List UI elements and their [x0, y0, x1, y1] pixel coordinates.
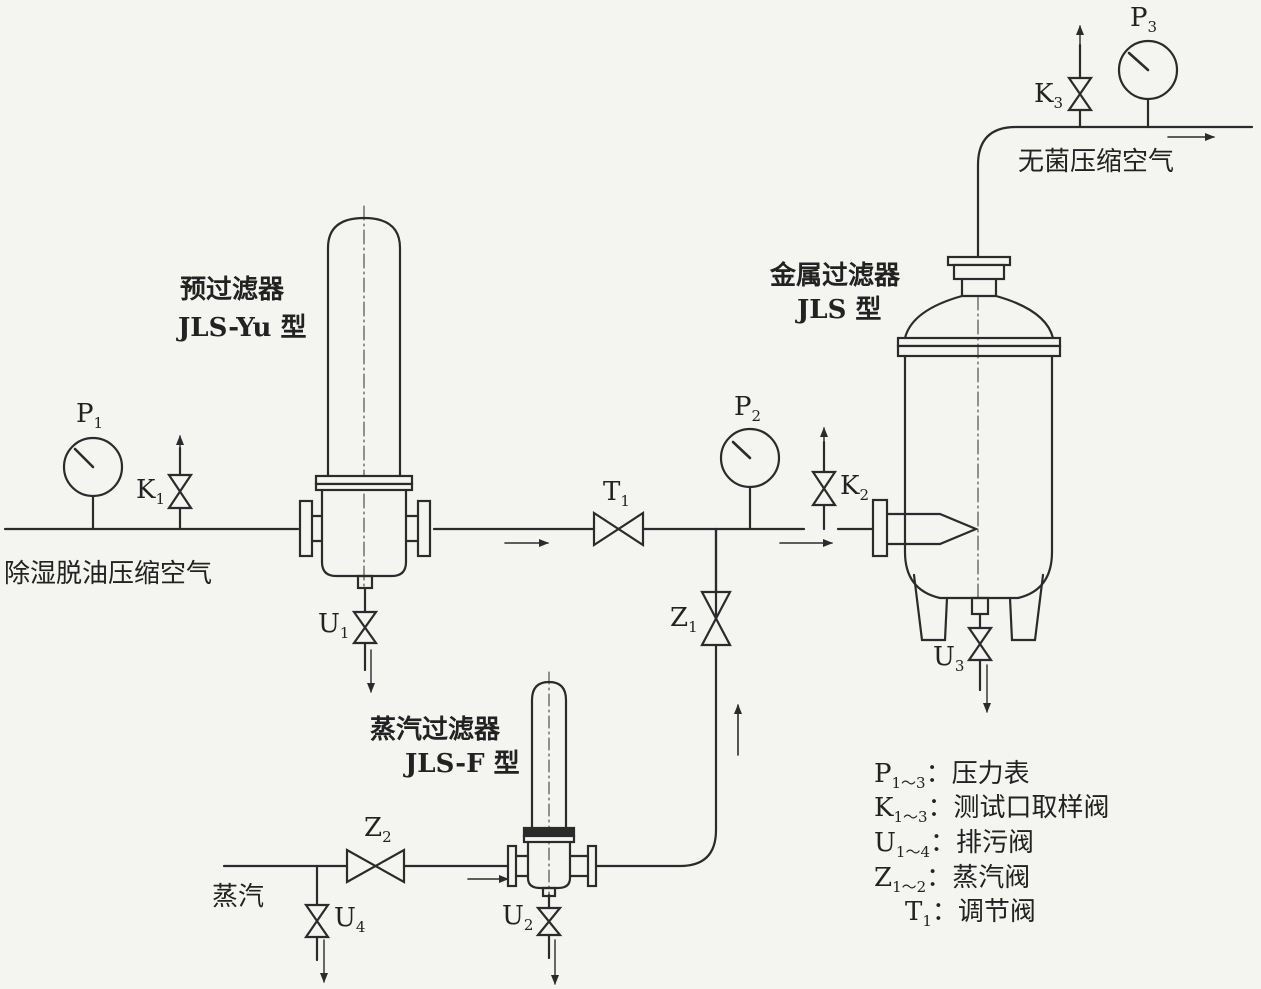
drain-valve-u2 [535, 893, 563, 985]
tag-k3: K3 [1034, 79, 1063, 112]
tag-u3: U3 [933, 642, 964, 675]
tag-k1: K1 [136, 475, 165, 508]
pressure-gauge-p1 [62, 436, 124, 531]
regulating-valve-t1 [592, 510, 645, 548]
tag-p2: P2 [734, 392, 761, 425]
steam-pipe [222, 527, 718, 868]
pre-filter-name: 预过滤器 [180, 275, 285, 305]
steam-valve-z2 [345, 848, 406, 884]
legend-item: T1：调节阀 [905, 897, 1036, 930]
steam-filter-model: JLS-F 型 [403, 749, 520, 779]
steam-filter-vessel [506, 671, 598, 898]
tag-t1: T1 [603, 477, 630, 510]
tag-p3: P3 [1130, 3, 1157, 36]
drain-valve-u4 [303, 864, 331, 983]
pre-filter-model: JLS-Yu 型 [176, 313, 307, 343]
outlet-pipe [976, 125, 1254, 267]
drain-valve-u3 [966, 612, 994, 713]
metal-filter-model: JLS 型 [795, 295, 881, 325]
drain-valve-u1 [351, 598, 379, 693]
flow-arrows [467, 133, 1215, 883]
inlet-label: 除湿脱油压缩空气 [4, 559, 212, 589]
tag-u1: U1 [318, 609, 349, 642]
sampling-valve-k2 [810, 427, 838, 531]
steam-valve-z1 [700, 527, 732, 647]
tag-z2: Z2 [364, 813, 392, 846]
tag-p1: P1 [76, 399, 103, 432]
sampling-valve-k3 [1066, 25, 1094, 129]
steam-filter-name: 蒸汽过滤器 [370, 715, 501, 745]
legend-item: K1～3：测试口取样阀 [874, 793, 1110, 826]
steam-label: 蒸汽 [212, 882, 264, 912]
legend: P1～3：压力表 K1～3：测试口取样阀 U1～4：排污阀 Z1～2：蒸汽阀 T… [874, 759, 1110, 930]
legend-item: P1～3：压力表 [874, 759, 1030, 792]
outlet-label: 无菌压缩空气 [1018, 147, 1174, 177]
pressure-gauge-p2 [719, 427, 781, 531]
legend-item: Z1～2：蒸汽阀 [874, 863, 1030, 896]
metal-filter-vessel [871, 255, 1062, 642]
pre-filter-vessel [298, 205, 432, 602]
tag-u4: U4 [334, 903, 365, 936]
sampling-valve-k1 [166, 435, 194, 531]
pressure-gauge-p3 [1117, 39, 1179, 129]
legend-item: U1～4：排污阀 [874, 828, 1034, 861]
tag-u2: U2 [502, 901, 533, 934]
tag-k2: K2 [840, 471, 869, 504]
tag-z1: Z1 [670, 603, 698, 636]
metal-filter-name: 金属过滤器 [769, 260, 901, 291]
